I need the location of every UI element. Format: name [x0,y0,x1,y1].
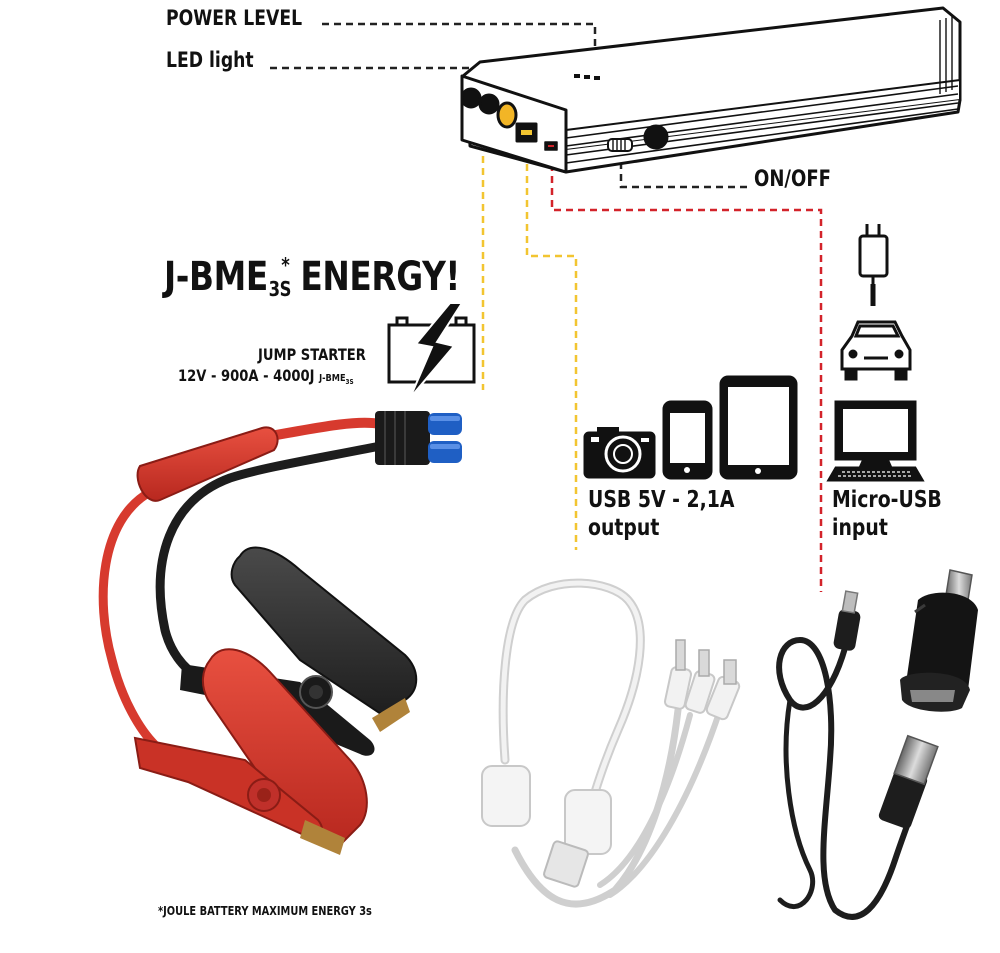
jump-specs-label: 12V - 900A - 4000J J-BME3S [178,368,354,386]
smartphone-icon [662,400,713,480]
title-subscript: 3S [268,277,292,301]
jump-specs-text: 12V - 900A - 4000J [178,366,315,385]
title-end: ENERGY! [289,254,460,300]
wall-charger-icon [858,224,889,306]
usb-output-line [525,140,578,550]
jump-starter-label: JUMP STARTER [258,345,366,364]
usb-output-label-line1: USB 5V - 2,1A [588,487,735,513]
product-title: J-BME3S* ENERGY! [164,255,460,299]
car-charger-icon [900,569,978,712]
on-off-label: ON/OFF [754,167,832,192]
usb-output-label-line2: output [588,515,660,541]
tablet-icon [719,375,798,480]
usb-multi-cable-icon [481,578,741,908]
micro-usb-label-line2: input [832,515,888,541]
led-light-label: LED light [166,48,254,72]
computer-monitor-icon [826,400,925,482]
micro-usb-line [550,152,823,592]
battery-bolt-icon [387,302,476,399]
power-level-label: POWER LEVEL [166,6,303,30]
camera-icon [583,427,656,479]
jumper-clamps-icon [98,411,462,855]
car-icon [840,320,912,381]
jump-specs-brand-text: J-BME [319,373,346,384]
footnote: *JOULE BATTERY MAXIMUM ENERGY 3s [158,904,372,918]
micro-usb-cable-icon [776,590,939,920]
title-main: J-BME [164,254,268,300]
jump-specs-brand-sub: 3S [345,378,354,386]
jump-specs-brand: J-BME3S [319,373,354,386]
title-asterisk: * [281,253,290,277]
power-bank-icon [460,6,962,174]
micro-usb-label-line1: Micro-USB [832,487,942,513]
